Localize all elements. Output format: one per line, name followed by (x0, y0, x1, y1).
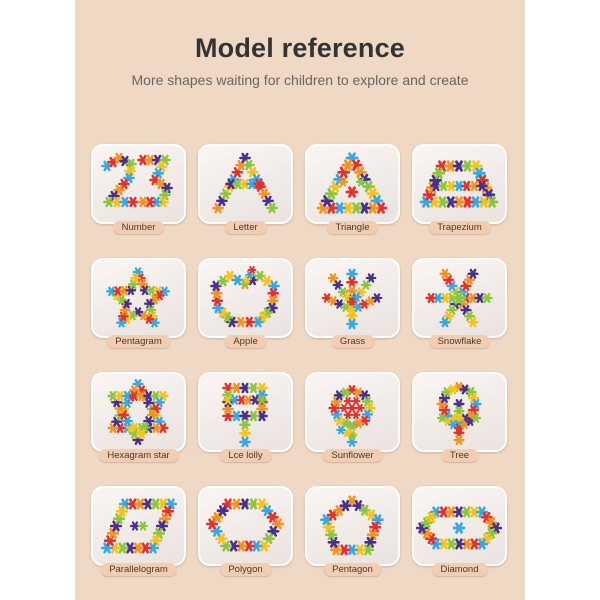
hexagram-star-model-icon (107, 378, 169, 446)
model-card-letter[interactable]: Letter (198, 144, 293, 234)
model-card-sunflower[interactable]: Sunflower (305, 372, 400, 462)
model-label: Sunflower (322, 449, 383, 462)
pentagram-model-icon (106, 267, 170, 328)
model-card-pentagon[interactable]: Pentagon (305, 486, 400, 576)
tree-model-icon (436, 381, 482, 446)
letter-a-model-icon (212, 152, 278, 214)
model-card-number[interactable]: Number (91, 144, 186, 234)
model-label: Trapezium (428, 221, 491, 234)
model-card-grass[interactable]: Grass (305, 258, 400, 348)
ice-lolly-model-icon (222, 382, 268, 448)
model-label: Diamond (431, 563, 488, 576)
model-reference-panel: Model reference More shapes waiting for … (75, 0, 525, 600)
number-23-model-icon (101, 152, 173, 208)
model-label: Apple (224, 335, 267, 348)
model-card-polygon[interactable]: Polygon (198, 486, 293, 576)
grass-model-icon (321, 268, 383, 330)
polygon-model-icon (205, 498, 285, 552)
page-title: Model reference (194, 33, 406, 63)
pentagon-model-icon (320, 495, 384, 556)
model-label: Triangle (326, 221, 379, 234)
model-label: Lce lolly (219, 449, 272, 462)
model-card-snowflake[interactable]: Snowflake (412, 258, 507, 348)
parallelogram-model-icon (100, 498, 178, 554)
model-card-triangle[interactable]: Triangle (305, 144, 400, 234)
model-card-tree[interactable]: Tree (412, 372, 507, 462)
model-label: Grass (330, 335, 375, 348)
model-card-pentagram[interactable]: Pentagram (91, 258, 186, 348)
model-grid: Number Letter Triangle Trapezium Pentagr… (91, 144, 511, 580)
model-card-parallelogram[interactable]: Parallelogram (91, 486, 186, 576)
model-label: Pentagon (323, 563, 382, 576)
model-label: Hexagram star (98, 449, 179, 462)
model-label: Polygon (219, 563, 272, 576)
sunflower-model-icon (328, 384, 376, 447)
model-label: Tree (440, 449, 479, 462)
model-label: Pentagram (106, 335, 171, 348)
apple-model-icon (210, 266, 280, 328)
page-subtitle: More shapes waiting for children to expl… (131, 72, 469, 88)
model-card-trapezium[interactable]: Trapezium (412, 144, 507, 234)
model-label: Number (112, 221, 165, 234)
model-label: Letter (224, 221, 267, 234)
snowflake-model-icon (425, 268, 493, 328)
triangle-model-icon (316, 152, 388, 214)
model-card-diamond[interactable]: Diamond (412, 486, 507, 576)
model-card-hexagram-star[interactable]: Hexagram star (91, 372, 186, 462)
model-card-ice-lolly[interactable]: Lce lolly (198, 372, 293, 462)
model-card-apple[interactable]: Apple (198, 258, 293, 348)
model-label: Snowflake (428, 335, 491, 348)
trapezium-model-icon (419, 160, 499, 208)
diamond-model-icon (415, 506, 503, 550)
model-label: Parallelogram (100, 563, 177, 576)
